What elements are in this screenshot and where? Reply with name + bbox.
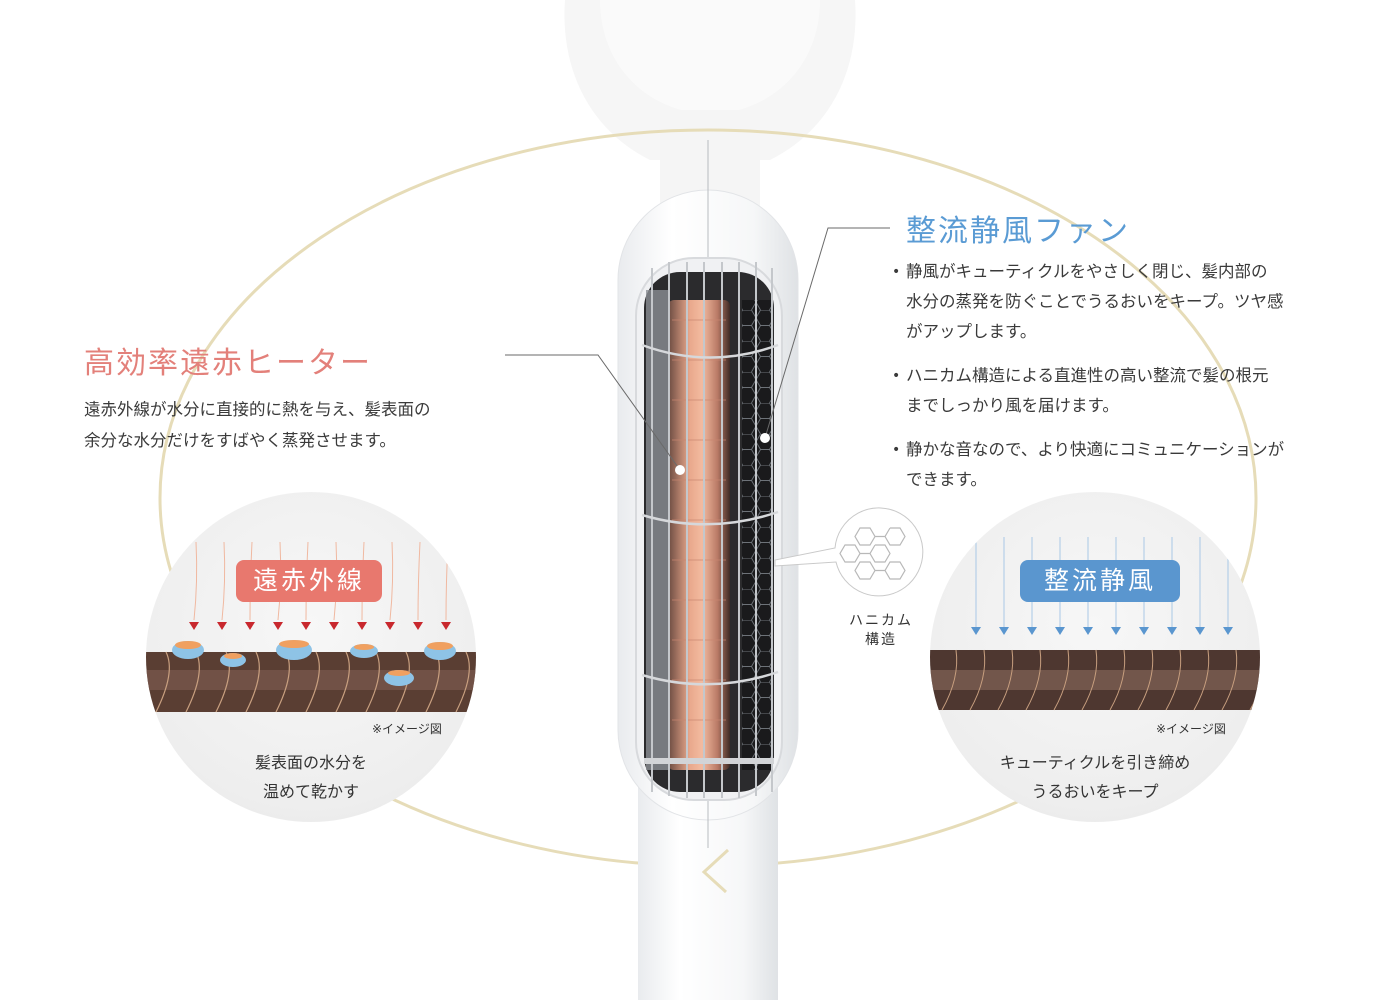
caption-line: 温めて乾かす [262, 782, 359, 801]
far-infrared-arrows [146, 541, 476, 713]
fan-title: 整流静風ファン [906, 214, 1130, 249]
far-infrared-illustration: 遠赤外線 ※イメージ図 髪表面の水分を 温めて乾かす [146, 492, 476, 822]
fan-feature-line: 水分の蒸発を防ぐことでうるおいをキープ。ツヤ感 [906, 292, 1284, 311]
fan-feature-item: ハニカム構造による直進性の高い整流で髪の根元 までしっかり風を届けます。 [892, 361, 1332, 421]
caption-line: 髪表面の水分を [254, 753, 367, 772]
fan-feature-line: までしっかり風を届けます。 [906, 396, 1119, 415]
honeycomb-icon [839, 527, 906, 580]
fan-feature-line: 静風がキューティクルをやさしく閉じ、髪内部の [906, 262, 1268, 281]
far-infrared-badge: 遠赤外線 [236, 560, 382, 602]
image-note: ※イメージ図 [372, 722, 442, 736]
honeycomb-label-line: ハニカム [849, 613, 913, 629]
heater-description-line: 余分な水分だけをすばやく蒸発させます。 [84, 431, 396, 450]
rectified-wind-badge: 整流静風 [1020, 560, 1180, 602]
heater-description-line: 遠赤外線が水分に直接的に熱を与え、髪表面の [84, 400, 431, 419]
fan-feature-item: 静風がキューティクルをやさしく閉じ、髪内部の 水分の蒸発を防ぐことでうるおいをキ… [892, 257, 1332, 347]
far-infrared-caption: 髪表面の水分を 温めて乾かす [146, 748, 476, 806]
rectified-wind-caption: キューティクルを引き締め うるおいをキープ [930, 748, 1260, 806]
honeycomb-label-line: 構造 [865, 632, 897, 648]
fan-feature-list: 静風がキューティクルをやさしく閉じ、髪内部の 水分の蒸発を防ぐことでうるおいをキ… [892, 257, 1332, 509]
fan-feature-line: がアップします。 [906, 322, 1037, 341]
caption-line: キューティクルを引き締め [999, 753, 1191, 772]
heater-title: 高効率遠赤ヒーター [84, 346, 372, 381]
honeycomb-label: ハニカム 構造 [826, 612, 936, 650]
rectified-wind-illustration: 整流静風 ※イメージ図 キューティクルを引き締め うるおいをキープ [930, 492, 1260, 822]
image-note: ※イメージ図 [1156, 722, 1226, 736]
fan-feature-line: できます。 [906, 470, 987, 489]
fan-feature-line: ハニカム構造による直進性の高い整流で髪の根元 [906, 366, 1269, 385]
caption-line: うるおいをキープ [1031, 782, 1159, 801]
fan-feature-line: 静かな音なので、より快適にコミュニケーションが [906, 440, 1285, 459]
fan-feature-item: 静かな音なので、より快適にコミュニケーションが できます。 [892, 435, 1332, 495]
heater-description: 遠赤外線が水分に直接的に熱を与え、髪表面の 余分な水分だけをすばやく蒸発させます… [84, 394, 524, 456]
